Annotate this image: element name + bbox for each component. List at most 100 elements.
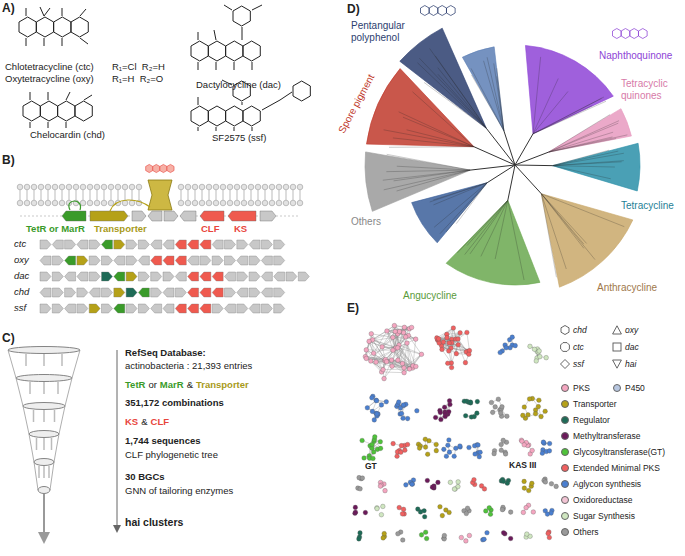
network-node bbox=[505, 414, 510, 419]
lipid-head bbox=[178, 200, 184, 206]
tree-branch bbox=[541, 194, 624, 227]
network-node bbox=[498, 350, 503, 355]
filter-stream bbox=[25, 354, 27, 366]
lipid-tail bbox=[48, 190, 49, 200]
filter-stream bbox=[51, 438, 53, 450]
gene-arrow bbox=[249, 256, 260, 265]
lipid-tail bbox=[244, 190, 245, 200]
legend-shape-outline bbox=[561, 343, 570, 352]
tree-branch bbox=[541, 194, 566, 269]
gene-arrow bbox=[274, 240, 285, 249]
tree-branch bbox=[397, 170, 471, 191]
filter-stream bbox=[54, 410, 56, 422]
label-text: KAS III bbox=[508, 461, 537, 471]
funnel-outlet bbox=[43, 494, 45, 534]
pipeline-term: TetR bbox=[125, 380, 145, 391]
gene-arrow bbox=[65, 288, 76, 297]
network-node bbox=[370, 442, 375, 447]
gene-arrow bbox=[52, 272, 63, 281]
label-text: Others bbox=[350, 216, 382, 228]
network-node bbox=[467, 533, 472, 538]
network-edge bbox=[385, 345, 399, 359]
pipeline-term: & bbox=[141, 417, 147, 428]
network-node bbox=[391, 441, 396, 446]
tree-branch bbox=[384, 130, 474, 147]
network-node bbox=[392, 323, 397, 328]
label-text: CLF bbox=[201, 224, 219, 235]
network-node bbox=[446, 443, 451, 448]
network-node bbox=[375, 412, 380, 417]
lipid-head bbox=[192, 200, 198, 206]
gene-arrow bbox=[261, 288, 272, 297]
lipid-head bbox=[220, 200, 226, 206]
tree-branch bbox=[389, 146, 474, 148]
gene-arrow bbox=[200, 304, 211, 313]
gene-arrow bbox=[151, 288, 162, 297]
network-node bbox=[543, 409, 548, 414]
lipid-tail bbox=[209, 190, 210, 200]
network-node bbox=[538, 354, 543, 359]
network-node bbox=[537, 349, 542, 354]
tree-branch bbox=[508, 200, 524, 280]
chelocardin-structure bbox=[23, 101, 92, 121]
network-node bbox=[396, 400, 401, 405]
network-node bbox=[534, 359, 539, 364]
legend-swatch bbox=[561, 432, 569, 440]
sf2575-structure bbox=[191, 106, 260, 126]
lipid-head bbox=[297, 184, 303, 190]
gene-arrow bbox=[237, 288, 248, 297]
gene-arrow bbox=[89, 272, 100, 281]
legend-swatch bbox=[561, 448, 569, 456]
network-node bbox=[476, 443, 481, 448]
tree-branch bbox=[533, 106, 592, 134]
tree-branch bbox=[552, 150, 609, 165]
network-node bbox=[434, 448, 439, 453]
gene-arrow bbox=[65, 272, 76, 281]
gene-arrow bbox=[77, 304, 88, 313]
lipid-tail bbox=[265, 190, 266, 200]
network-node bbox=[400, 538, 405, 543]
filter-stream bbox=[61, 354, 63, 366]
network-node bbox=[467, 352, 472, 357]
label-text: 1,744 sequences bbox=[125, 436, 201, 447]
legend-text: hai bbox=[625, 358, 636, 370]
label-text: oxy bbox=[14, 255, 29, 266]
network-node bbox=[410, 482, 415, 487]
funnel-side bbox=[23, 406, 29, 434]
gene-arrow bbox=[40, 256, 51, 265]
gene-arrow bbox=[175, 256, 186, 265]
network-node bbox=[397, 505, 402, 510]
network-edge bbox=[366, 358, 383, 369]
label-text: Spore pigment bbox=[336, 72, 378, 137]
lipid-head bbox=[248, 200, 254, 206]
gene-arrow bbox=[126, 256, 137, 265]
network-node bbox=[441, 340, 446, 345]
gene-arrow bbox=[151, 304, 162, 313]
gene-arrow bbox=[237, 240, 248, 249]
gene-arrow bbox=[114, 288, 125, 297]
network-node bbox=[500, 405, 505, 410]
gene-arrow bbox=[237, 256, 248, 265]
network-node bbox=[537, 398, 542, 403]
gene-arrow bbox=[261, 304, 272, 313]
network-node bbox=[442, 533, 447, 538]
gene-arrow bbox=[102, 256, 113, 265]
network-node bbox=[459, 535, 464, 540]
lipid-head bbox=[290, 200, 296, 206]
network-edge bbox=[467, 332, 470, 350]
network-node bbox=[539, 414, 544, 419]
legend-text: Methyltransferase bbox=[573, 430, 641, 442]
network-node bbox=[478, 450, 483, 455]
tree-branch bbox=[487, 57, 504, 131]
tree-branch bbox=[494, 63, 504, 130]
lipid-tail bbox=[69, 190, 70, 200]
tree-branch bbox=[533, 78, 558, 133]
gene-arrow bbox=[138, 240, 149, 249]
gene-arrow bbox=[114, 256, 125, 265]
gene-arrow bbox=[225, 272, 236, 281]
legend-shape bbox=[612, 359, 622, 369]
gene-arrow bbox=[89, 240, 100, 249]
gene-arrow bbox=[126, 272, 137, 281]
network-node bbox=[378, 484, 383, 489]
lipid-head bbox=[80, 184, 86, 190]
